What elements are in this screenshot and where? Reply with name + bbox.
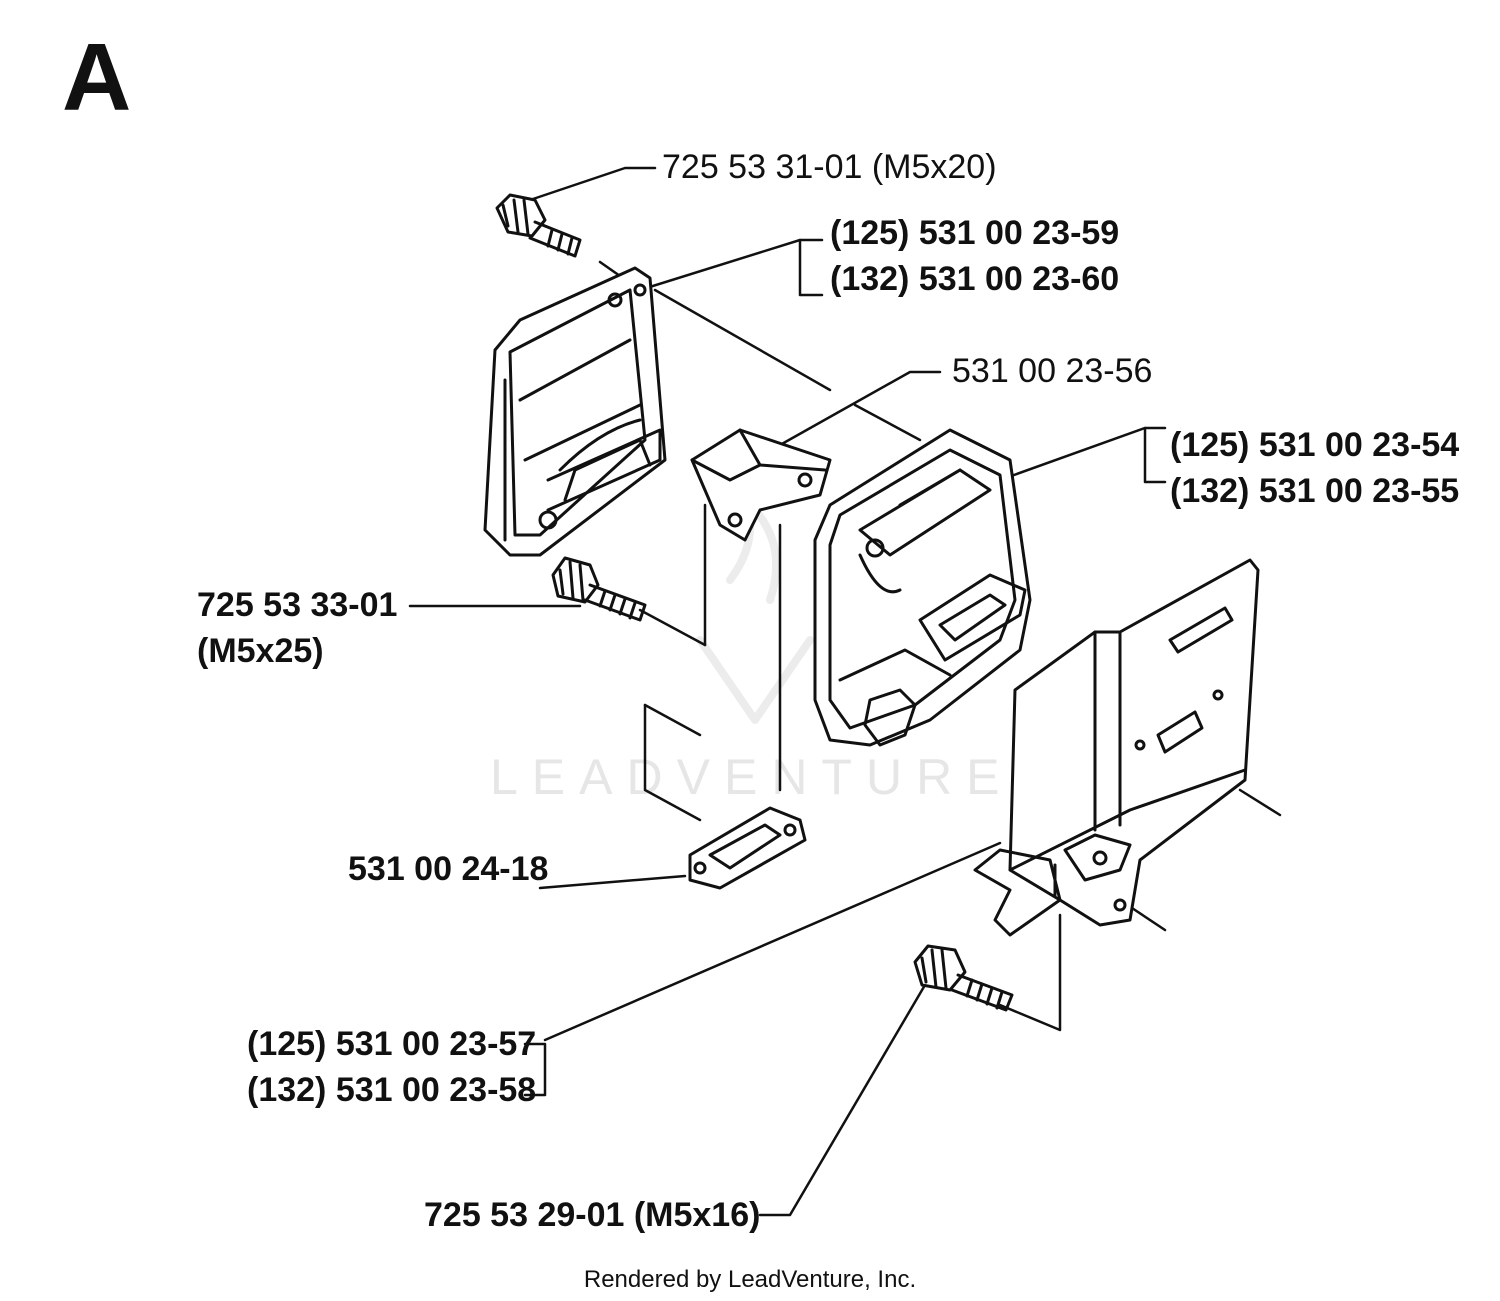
bracket-drawing	[690, 428, 832, 542]
screw-bottom-drawing	[913, 944, 1014, 1012]
leader-gasket	[538, 874, 687, 890]
bracket-cover-top	[798, 238, 824, 297]
gasket-drawing	[688, 806, 807, 890]
label-plate-132: (132) 531 00 23-58	[247, 1071, 537, 1109]
label-screw-mid: 725 53 33-01	[197, 586, 398, 624]
leader-cover-top	[638, 238, 802, 292]
watermark-text: LEADVENTURE	[490, 749, 1014, 805]
footer-credit: Rendered by LeadVenture, Inc.	[583, 1266, 917, 1293]
leader-lines	[408, 166, 1167, 1217]
leader-muffler	[998, 426, 1147, 482]
heat-shield-plate-drawing	[973, 558, 1260, 937]
leader-bracket	[778, 370, 942, 447]
bracket-plate	[523, 1042, 547, 1097]
muffler-cover-drawing	[483, 266, 667, 557]
screw-top-drawing	[495, 193, 582, 258]
leader-screw-top	[528, 166, 657, 202]
label-screw-top: 725 53 31-01 (M5x20)	[662, 148, 997, 186]
screw-mid-drawing	[551, 556, 647, 622]
label-screw-bottom: 725 53 29-01 (M5x16)	[424, 1196, 761, 1234]
label-cover-top-132: (132) 531 00 23-60	[830, 260, 1120, 298]
label-cover-top-125: (125) 531 00 23-59	[830, 214, 1120, 252]
label-screw-mid-size: (M5x25)	[197, 632, 324, 670]
watermark-logo	[696, 496, 814, 724]
section-letter: A	[62, 24, 132, 131]
label-bracket: 531 00 23-56	[952, 352, 1153, 390]
leader-plate	[543, 841, 1002, 1042]
label-plate-125: (125) 531 00 23-57	[247, 1025, 537, 1063]
muffler-body-drawing	[813, 428, 1032, 747]
leader-screw-bottom	[758, 983, 927, 1217]
bracket-muffler	[1143, 426, 1167, 484]
label-muffler-125: (125) 531 00 23-54	[1170, 426, 1460, 464]
label-muffler-132: (132) 531 00 23-55	[1170, 472, 1460, 510]
label-gasket: 531 00 24-18	[348, 850, 549, 888]
